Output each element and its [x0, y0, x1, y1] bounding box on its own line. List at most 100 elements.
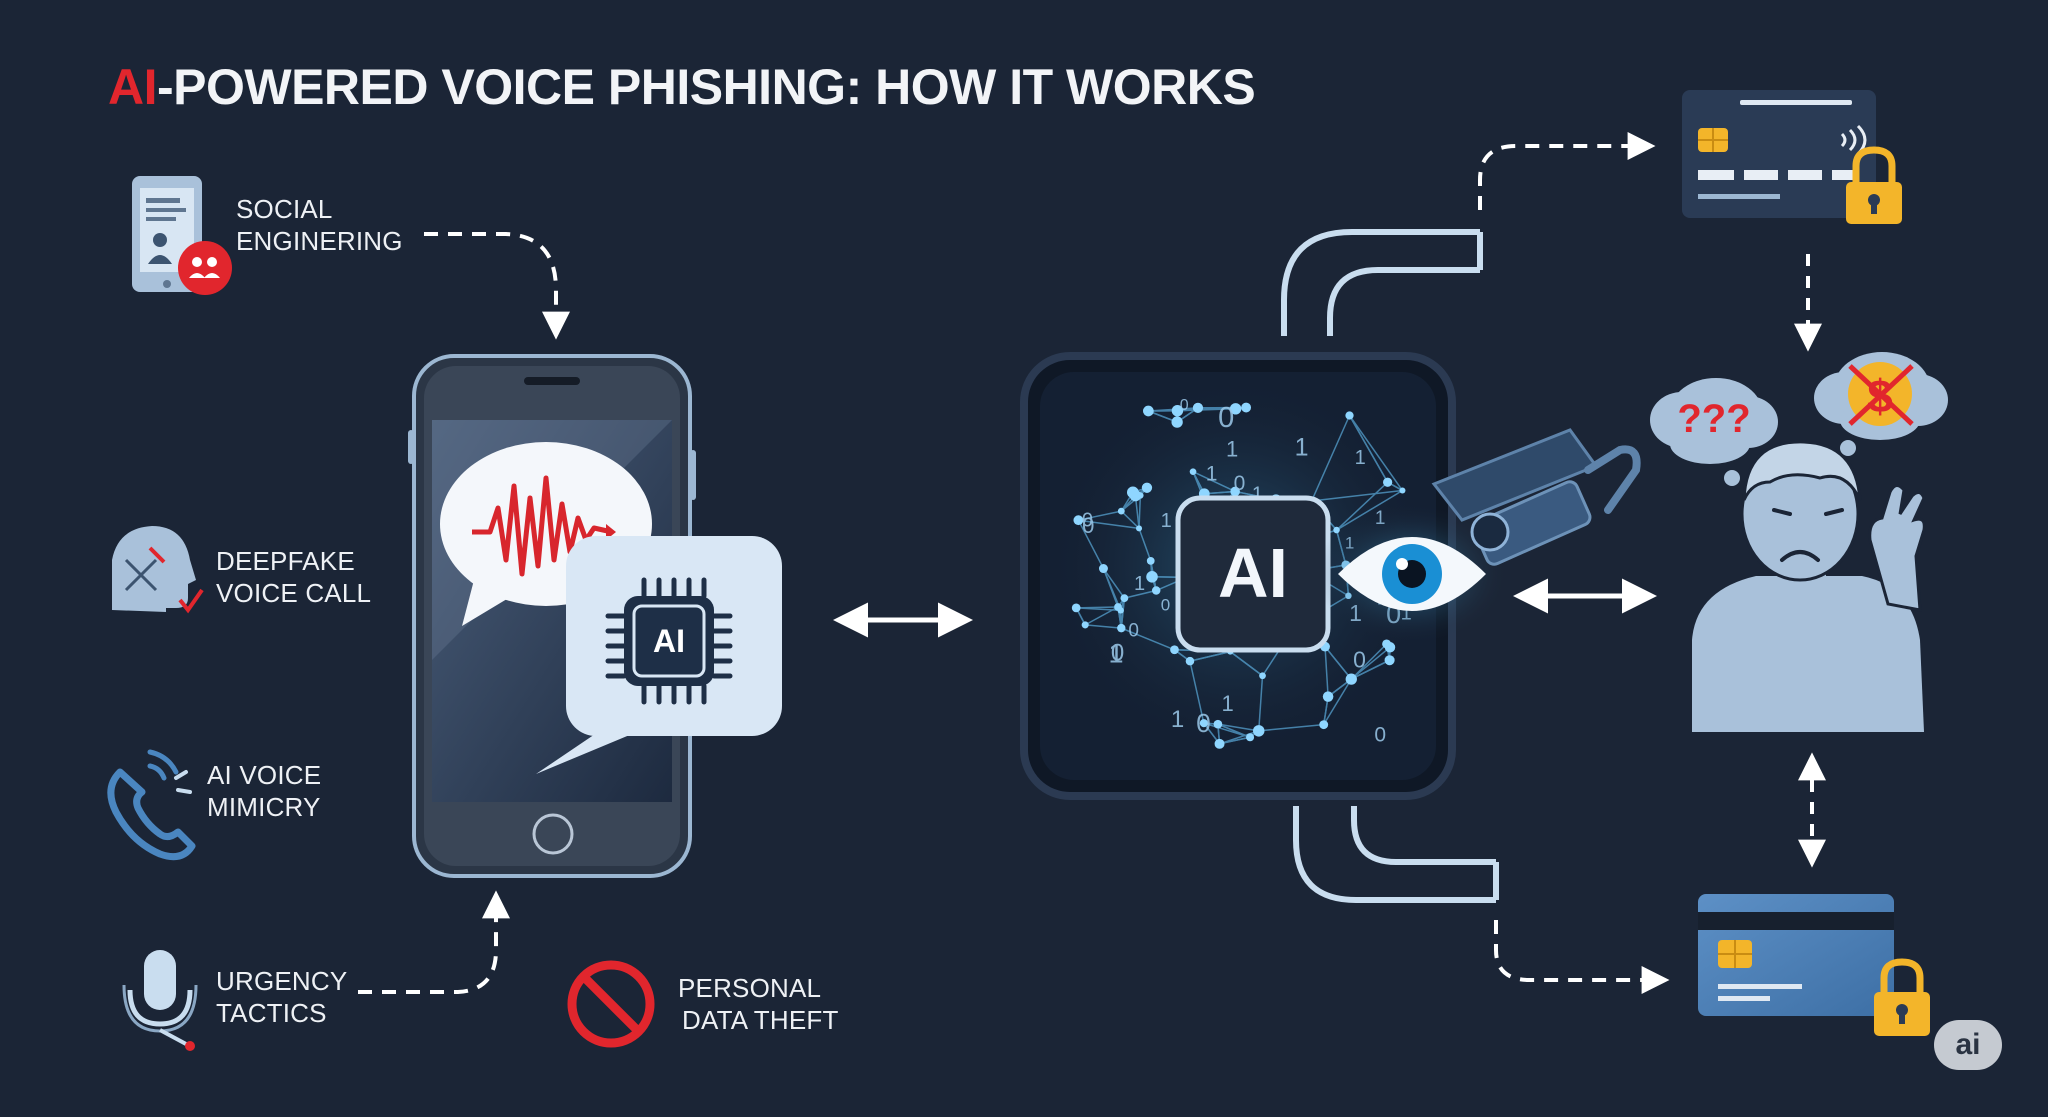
- title-text: -POWERED VOICE PHISHING: HOW IT WORKS: [157, 59, 1256, 115]
- network-link: [1350, 659, 1390, 680]
- network-link: [1258, 723, 1324, 732]
- network-node: [1141, 482, 1153, 493]
- network-node: [1151, 586, 1161, 595]
- network-node: [1259, 672, 1266, 680]
- eye-icon: [1316, 504, 1508, 644]
- network-node: [1192, 402, 1204, 413]
- network-node: [1136, 525, 1143, 532]
- network-link: [1323, 678, 1352, 726]
- deepfake-head-icon: [112, 526, 204, 614]
- network-node: [1171, 405, 1184, 417]
- ai-core-label: AI: [1218, 534, 1288, 612]
- network-node: [1117, 507, 1125, 515]
- network-node: [1126, 486, 1139, 499]
- network-node: [1199, 719, 1208, 728]
- network-link: [1257, 675, 1264, 731]
- network-node: [1073, 515, 1084, 526]
- network-node: [1142, 405, 1154, 417]
- network-link: [1197, 407, 1236, 410]
- network-link: [1350, 646, 1391, 680]
- label-social-engineering: SOCIAL ENGINERING: [236, 194, 403, 256]
- binary-digit: 1: [1295, 433, 1309, 461]
- ai-chip-icon: AI: [605, 577, 733, 705]
- phone-profile-icon: [132, 176, 232, 295]
- confused-thought-icon: ???: [1650, 378, 1778, 499]
- pipe-top-outer: [1281, 229, 1480, 336]
- network-link: [1311, 489, 1403, 502]
- confusion-text: ???: [1677, 397, 1750, 441]
- binary-digit: 1: [1206, 462, 1218, 485]
- chip-label: AI: [653, 623, 685, 659]
- network-node: [1345, 673, 1357, 685]
- victim-person-icon: [1692, 440, 1926, 732]
- network-link: [1121, 627, 1175, 651]
- ai-chip-bubble: AI: [536, 536, 782, 774]
- binary-digit: 1: [1226, 436, 1238, 461]
- network-node: [1071, 603, 1081, 613]
- network-node: [1185, 656, 1195, 666]
- cctv-camera-icon: [1431, 428, 1641, 566]
- network-node: [1214, 738, 1225, 749]
- arrow-ai-to-card-top: [1478, 132, 1656, 210]
- binary-digit: 1: [1161, 510, 1172, 532]
- no-money-icon: $: [1814, 352, 1948, 469]
- binary-digit: 0: [1111, 640, 1124, 667]
- binary-digit: 0: [1374, 723, 1386, 746]
- network-node: [1322, 691, 1334, 702]
- network-node: [1252, 725, 1265, 737]
- prohibited-icon: [567, 960, 655, 1048]
- credit-card-icon: [1698, 894, 1930, 1036]
- network-node: [1384, 642, 1396, 653]
- microphone-icon: [122, 950, 198, 1051]
- padlock-icon: [1846, 146, 1902, 224]
- label-personal-data-theft: PERSONAL DATA THEFT: [678, 973, 839, 1035]
- credit-card-top: [1682, 90, 1902, 224]
- network-node: [1246, 733, 1255, 742]
- binary-digit: 0: [1353, 647, 1366, 673]
- binary-digit: 0: [1082, 513, 1094, 538]
- network-link: [1348, 415, 1404, 491]
- soundwave-icon: [472, 475, 613, 577]
- arrow-urgency-to-phone: [358, 890, 510, 994]
- network-link: [1120, 510, 1140, 529]
- network-link: [1138, 495, 1142, 529]
- network-node: [1171, 416, 1183, 428]
- label-deepfake-voice-call: DEEPFAKE VOICE CALL: [216, 546, 372, 608]
- network-node: [1081, 621, 1089, 629]
- network-node: [1117, 623, 1126, 633]
- pipe-bottom-inner: [1351, 806, 1496, 865]
- network-link: [1192, 470, 1236, 493]
- network-link: [1102, 568, 1125, 599]
- binary-digit: 1: [1109, 638, 1124, 668]
- network-link: [1324, 646, 1329, 697]
- network-node: [1213, 719, 1223, 729]
- network-node: [1120, 594, 1129, 603]
- padlock-icon: [1874, 958, 1930, 1036]
- network-link: [1085, 624, 1122, 629]
- network-node: [1189, 468, 1197, 475]
- network-node: [1319, 720, 1329, 730]
- network-link: [1120, 598, 1126, 629]
- network-link: [1217, 723, 1259, 732]
- binary-digit: 1: [1221, 691, 1233, 716]
- page-title: AI-POWERED VOICE PHISHING: HOW IT WORKS: [108, 58, 1256, 116]
- binary-digit: 0: [1180, 397, 1189, 414]
- binary-digit: 1: [1252, 483, 1263, 505]
- network-node: [1098, 564, 1108, 574]
- network-link: [1189, 660, 1205, 724]
- network-link: [1076, 607, 1121, 612]
- binary-digit: 1: [1134, 573, 1145, 595]
- network-node: [1383, 477, 1393, 487]
- binary-digit: 1: [1355, 447, 1366, 469]
- phone-waves-icon: [107, 749, 196, 861]
- pipe-top-inner: [1327, 267, 1480, 336]
- network-node: [1146, 571, 1158, 583]
- network-link: [1350, 643, 1388, 680]
- network-link: [1336, 481, 1389, 531]
- label-ai-voice-mimicry: AI VOICE MIMICRY: [207, 760, 322, 822]
- network-node: [1146, 556, 1155, 565]
- network-link: [1324, 646, 1352, 680]
- binary-digit: 0: [1234, 472, 1246, 495]
